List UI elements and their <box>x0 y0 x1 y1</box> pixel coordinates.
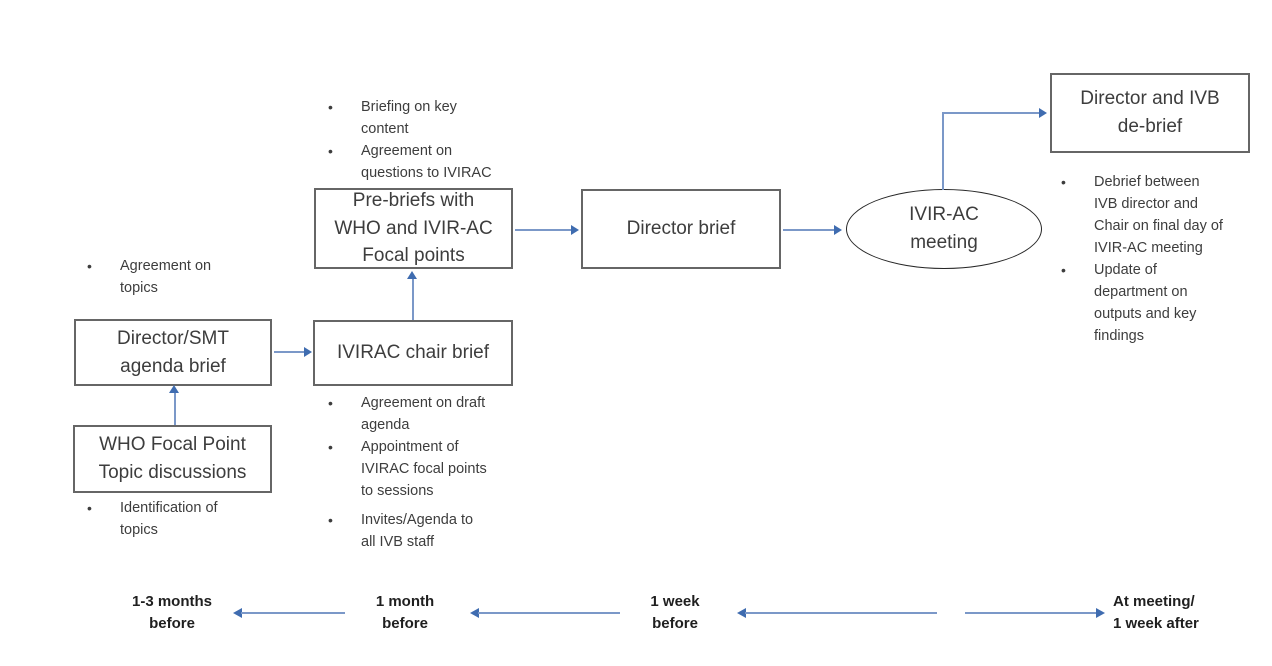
connector-line <box>274 351 305 353</box>
note-text: Agreement on questions to IVIRAC <box>361 143 492 181</box>
timeline-label-1-month-before: 1 month before <box>375 593 435 632</box>
connector-line <box>783 229 835 231</box>
bullet-icon <box>325 509 361 532</box>
bullet-icon <box>325 96 361 119</box>
note-text: Debrief between IVB director and Chair o… <box>1094 174 1223 256</box>
bullet-icon <box>325 436 361 459</box>
node-label: IVIR-AC meeting <box>909 204 979 253</box>
timeline-arrowhead-left-icon <box>737 608 746 618</box>
bullet-icon <box>84 255 120 278</box>
timeline-arrowhead-left-icon <box>233 608 242 618</box>
timeline-arrowhead-left-icon <box>470 608 479 618</box>
node-label: Director and IVB de-brief <box>1080 88 1220 137</box>
bullet-icon <box>325 140 361 163</box>
bullet-icon <box>1058 259 1094 282</box>
timeline-arrowhead-right-icon <box>1096 608 1105 618</box>
arrowhead-up-icon <box>169 385 179 393</box>
bullet-item: Appointment of IVIRAC focal points to se… <box>325 436 515 502</box>
node-label: WHO Focal Point Topic discussions <box>98 434 247 483</box>
note-text: Invites/Agenda to all IVB staff <box>361 512 474 550</box>
connector-line <box>174 392 176 425</box>
arrowhead-right-icon <box>571 225 579 235</box>
notes-agreement-on-topics: Agreement on topics <box>84 255 254 299</box>
node-who-focal-point-topic-discussions: WHO Focal Point Topic discussions <box>73 425 272 493</box>
arrowhead-right-icon <box>1039 108 1047 118</box>
timeline-arrow-line <box>478 612 620 614</box>
bullet-item: Identification of topics <box>84 497 254 541</box>
node-label: Director/SMT agenda brief <box>117 327 229 377</box>
bullet-item: Debrief between IVB director and Chair o… <box>1058 171 1238 259</box>
bullet-item: Update of department on outputs and key … <box>1058 259 1238 347</box>
bullet-icon <box>84 497 120 520</box>
bullet-item: Briefing on key content <box>325 96 505 140</box>
node-label: Director brief <box>626 218 736 240</box>
timeline-label-at-meeting-1-week-after: At meeting/ 1 week after <box>1113 593 1199 632</box>
timeline-label-1-3-months-before: 1-3 months before <box>131 593 212 632</box>
node-label: Pre-briefs with WHO and IVIR-AC Focal po… <box>334 190 493 267</box>
node-label: IVIRAC chair brief <box>336 342 490 364</box>
notes-chair-brief: Agreement on draft agenda Appointment of… <box>325 392 515 553</box>
note-text: Agreement on draft agenda <box>361 395 486 433</box>
arrowhead-up-icon <box>407 271 417 279</box>
bullet-icon <box>325 392 361 415</box>
node-ivir-ac-meeting: IVIR-AC meeting <box>846 189 1042 269</box>
timeline-arrow-line <box>241 612 345 614</box>
note-text: Identification of topics <box>120 500 218 538</box>
timeline-label-1-week-before: 1 week before <box>650 593 700 632</box>
bullet-item: Agreement on draft agenda <box>325 392 515 436</box>
notes-debrief: Debrief between IVB director and Chair o… <box>1058 171 1238 347</box>
notes-identification-of-topics: Identification of topics <box>84 497 254 541</box>
bullet-item: Invites/Agenda to all IVB staff <box>325 509 515 553</box>
note-text: Agreement on topics <box>120 258 212 296</box>
connector-line <box>515 229 572 231</box>
notes-pre-brief: Briefing on key content Agreement on que… <box>325 96 505 184</box>
bullet-item: Agreement on topics <box>84 255 254 299</box>
note-text: Appointment of IVIRAC focal points to se… <box>361 439 487 499</box>
bullet-item: Agreement on questions to IVIRAC <box>325 140 505 184</box>
node-director-brief: Director brief <box>581 189 781 269</box>
connector-line <box>942 112 1040 114</box>
node-director-ivb-debrief: Director and IVB de-brief <box>1050 73 1250 153</box>
arrowhead-right-icon <box>304 347 312 357</box>
node-director-smt-agenda-brief: Director/SMT agenda brief <box>74 319 272 386</box>
node-ivirac-chair-brief: IVIRAC chair brief <box>313 320 513 386</box>
timeline-arrow-line <box>965 612 1097 614</box>
note-text: Update of department on outputs and key … <box>1094 262 1197 344</box>
note-text: Briefing on key content <box>361 99 457 137</box>
connector-line <box>412 278 414 320</box>
arrowhead-right-icon <box>834 225 842 235</box>
bullet-icon <box>1058 171 1094 194</box>
connector-line <box>942 112 944 190</box>
timeline-arrow-line <box>745 612 937 614</box>
node-pre-briefs-focal-points: Pre-briefs with WHO and IVIR-AC Focal po… <box>314 188 513 269</box>
